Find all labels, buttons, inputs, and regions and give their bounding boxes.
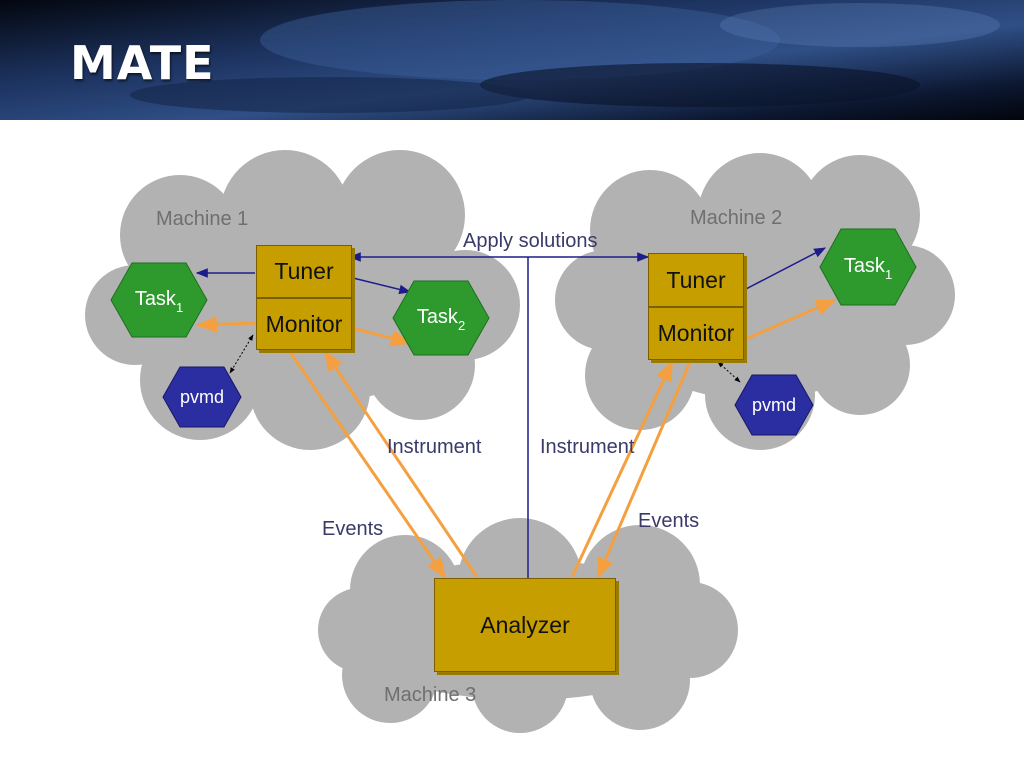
pvmd-label: pvmd (179, 386, 224, 407)
monitor-2-box: Monitor (648, 307, 744, 360)
task-2-machine-1: Task2 (392, 280, 490, 356)
task-1-machine-1: Task1 (110, 262, 208, 338)
instrument-right-label: Instrument (540, 436, 635, 458)
pvmd-machine-2: pvmd (734, 374, 814, 436)
slide-header: MATE (0, 0, 1024, 120)
hexagon-shape (392, 280, 490, 356)
events-left-label: Events (322, 518, 384, 540)
hexagon-shape (734, 374, 814, 436)
header-background (0, 0, 1024, 120)
pvmd-label: pvmd (751, 394, 796, 415)
pvmd-links (229, 334, 741, 383)
machine-2-label: Machine 2 (690, 207, 783, 229)
hexagon-shape (819, 228, 917, 306)
task-1-machine-2: Task1 (819, 228, 917, 306)
task-label: Task1 (843, 254, 893, 282)
slide-title: MATE (70, 36, 215, 90)
tuner-1-box: Tuner (256, 245, 352, 298)
analyzer-box: Analyzer (434, 578, 616, 672)
apply-solutions-connector (195, 247, 827, 578)
instrument-left-label: Instrument (387, 436, 482, 458)
machine-1-label: Machine 1 (156, 208, 249, 230)
hexagon-shape (162, 366, 242, 428)
machine-3-label: Machine 3 (384, 684, 477, 706)
events-right-label: Events (638, 510, 700, 532)
task-label: Task2 (416, 305, 466, 333)
tuner-2-box: Tuner (648, 253, 744, 307)
task-label: Task1 (134, 287, 184, 315)
apply-solutions-label: Apply solutions (463, 230, 598, 252)
diagram: Machine 1 Machine 2 Machine 3 Apply solu… (0, 120, 1024, 768)
orange-arrows (195, 298, 837, 579)
monitor-1-box: Monitor (256, 298, 352, 350)
pvmd-machine-1: pvmd (162, 366, 242, 428)
hexagon-shape (110, 262, 208, 338)
